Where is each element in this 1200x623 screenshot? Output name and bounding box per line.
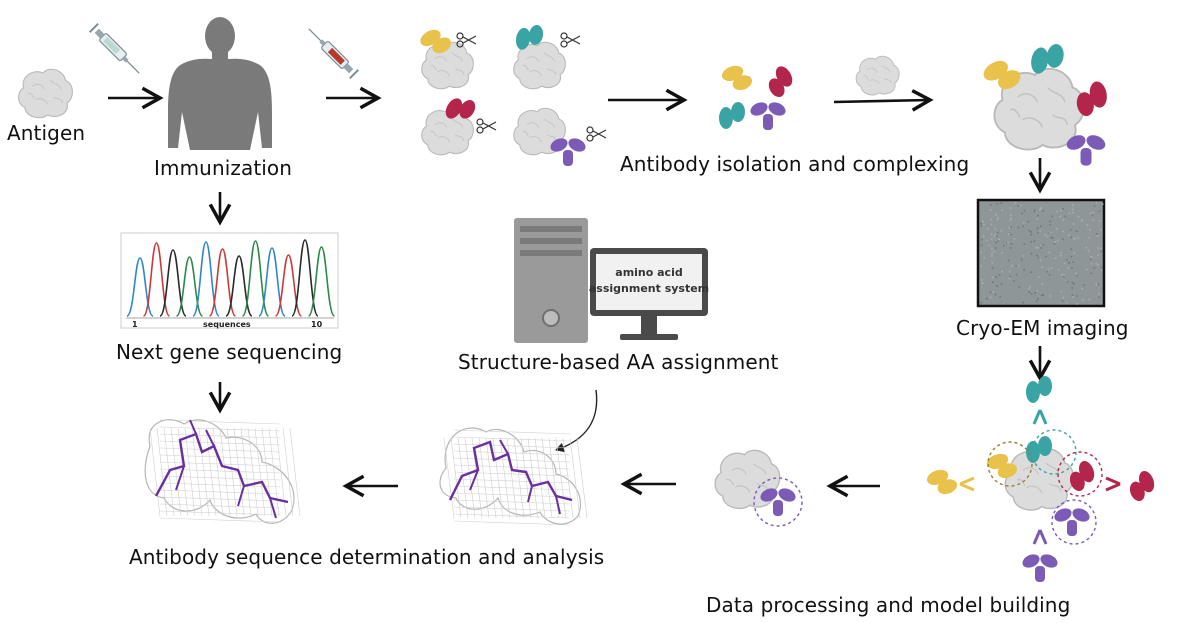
arrow-to-complex — [833, 89, 934, 112]
label-cryoem: Cryo-EM imaging — [956, 316, 1129, 340]
label-determination: Antibody sequence determination and anal… — [129, 545, 605, 569]
human-silhouette-icon — [168, 17, 272, 150]
syringe-icon — [88, 22, 145, 79]
cryoem-micrograph — [976, 198, 1106, 308]
sequencing-axis-end: 10 — [311, 320, 323, 329]
blood-syringe-icon — [303, 23, 360, 80]
antigen-antibody-complex — [980, 40, 1110, 166]
chromatogram-peak — [307, 246, 336, 317]
antigen-illustration — [18, 68, 74, 119]
antigen-small-illustration — [855, 55, 900, 96]
antibody-cleavage-group — [417, 21, 607, 166]
sequencing-axis-label: sequences — [203, 320, 251, 329]
fitted-antibody-complex — [714, 449, 803, 527]
label-processing: Data processing and model building — [706, 593, 1071, 617]
density-model-middle — [439, 427, 588, 526]
sequencing-chromatogram: 1 sequences 10 — [120, 232, 339, 329]
label-ngs: Next gene sequencing — [116, 340, 343, 364]
sequencing-axis-start: 1 — [132, 320, 138, 329]
label-antigen: Antigen — [7, 121, 86, 145]
isolated-antibodies — [719, 61, 799, 130]
label-isolation: Antibody isolation and complexing — [620, 152, 970, 176]
computer-illustration: amino acid assignment system — [514, 218, 709, 343]
density-model-left — [144, 419, 301, 524]
arrow-aa-to-model — [555, 389, 598, 453]
label-immunization: Immunization — [154, 156, 293, 180]
screen-line-2: assignment system — [589, 282, 709, 295]
screen-line-1: amino acid — [615, 266, 682, 279]
label-aa-assignment: Structure-based AA assignment — [458, 350, 779, 374]
exploded-complex — [924, 376, 1159, 582]
